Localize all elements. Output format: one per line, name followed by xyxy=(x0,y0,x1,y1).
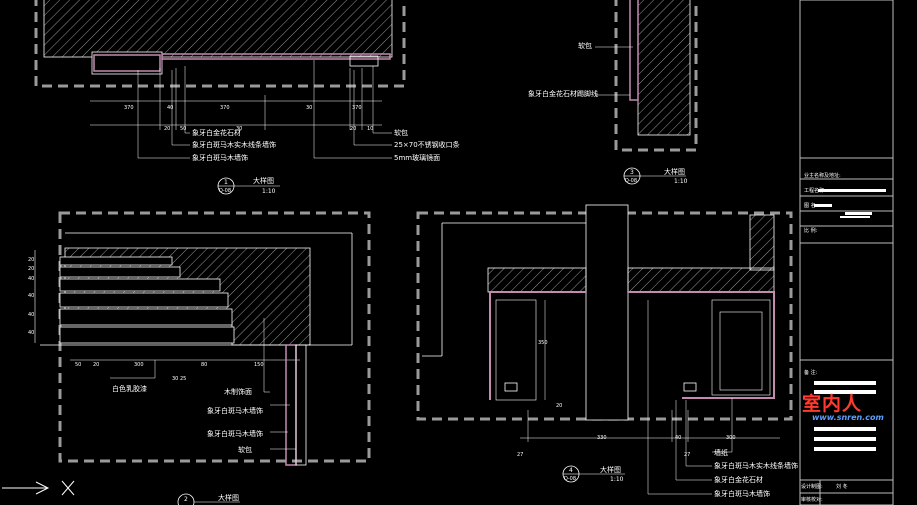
detail-c-callout-3: 象牙白斑马木墙饰 xyxy=(207,407,263,415)
detail-a-callout-5: 25×70不锈钢收口条 xyxy=(394,141,460,149)
detail-a-dim: 50 xyxy=(180,126,187,132)
detail-d-dim: 330 xyxy=(597,435,607,441)
title-block-drawing-name: 图 名: xyxy=(804,203,818,209)
title-block-project: 工程名称: xyxy=(804,188,826,194)
detail-a-callout-2: 象牙白斑马木实木线条墙饰 xyxy=(192,141,276,149)
detail-d-tag-ref: D-08 xyxy=(564,476,577,482)
detail-a-dim: 370 xyxy=(352,105,362,111)
detail-c-dim-left: 40 xyxy=(28,276,35,282)
detail-a-dim: 30 xyxy=(236,126,243,132)
title-block-notes: 备 注: xyxy=(804,370,818,376)
detail-c-dim: 80 xyxy=(201,362,208,368)
detail-c-callout-4: 象牙白斑马木墙饰 xyxy=(207,430,263,438)
detail-a-dim: 40 xyxy=(167,105,174,111)
detail-d-tag-number: 4 xyxy=(569,467,573,474)
detail-a-callout-1: 象牙白金花石材 xyxy=(192,129,241,137)
detail-c-dim: 20 xyxy=(93,362,100,368)
detail-d-dim-vertical-small: 20 xyxy=(556,403,563,409)
detail-b-scale: 1:10 xyxy=(674,178,688,185)
detail-a-scale: 1:10 xyxy=(262,188,276,195)
detail-a-dim: 370 xyxy=(220,105,230,111)
title-block-designer-name: 刘 冬 xyxy=(836,484,848,490)
detail-d-drawing xyxy=(416,204,793,495)
detail-a-tag-ref: D-08 xyxy=(219,188,232,194)
detail-d-callout-4: 象牙白斑马木墙饰 xyxy=(714,490,770,498)
detail-d-title: 大样图 xyxy=(600,466,621,474)
detail-d-scale: 1:10 xyxy=(610,476,624,483)
detail-a-dim: 20 xyxy=(164,126,171,132)
detail-b-tag-number: 3 xyxy=(630,169,634,176)
detail-c-dim: 150 xyxy=(254,362,264,368)
detail-c-drawing xyxy=(34,211,371,505)
detail-a-callout-4: 软包 xyxy=(394,129,408,137)
detail-a-title: 大样图 xyxy=(253,177,274,185)
detail-b-tag-ref: D-08 xyxy=(625,178,638,184)
detail-c-title: 大样图 xyxy=(218,494,239,502)
detail-c-tag-number: 2 xyxy=(184,496,188,503)
title-block xyxy=(799,0,894,505)
detail-d-dim: 27 xyxy=(684,452,691,458)
detail-c-dim-left: 40 xyxy=(28,330,35,336)
watermark-logo: 室内人 www.snren.com xyxy=(800,389,884,427)
detail-c-dim-left: 20 xyxy=(28,266,35,272)
detail-d-dim: 40 xyxy=(675,435,682,441)
detail-a-dim: 20 xyxy=(350,126,357,132)
detail-c-dim-left: 40 xyxy=(28,293,35,299)
title-block-designer: 设计制图: xyxy=(801,484,823,490)
detail-c-dim-left: 20 xyxy=(28,257,35,263)
detail-c-dim: 50 xyxy=(75,362,82,368)
detail-a-callout-6: 5mm玻璃镜面 xyxy=(394,154,441,162)
ucs-axis-icon xyxy=(2,480,75,496)
detail-d-callout-2: 象牙白斑马木实木线条墙饰 xyxy=(714,462,798,470)
detail-b-drawing xyxy=(595,0,698,185)
detail-c-dim-left: 40 xyxy=(28,312,35,318)
title-block-client: 业主名称及地址: xyxy=(804,173,841,179)
detail-a-dim: 10 xyxy=(367,126,374,132)
detail-c-callout-2: 木制饰面 xyxy=(224,388,252,396)
detail-b-title: 大样图 xyxy=(664,168,685,176)
detail-c-callout-1: 白色乳胶漆 xyxy=(112,385,147,393)
detail-c-dim: 30 25 xyxy=(172,376,187,382)
detail-d-dim: 27 xyxy=(517,452,524,458)
watermark-main-text: 室内人 xyxy=(802,393,863,415)
detail-b-callout-1: 软包 xyxy=(578,42,592,50)
detail-d-callout-1: 墙纸 xyxy=(714,449,728,457)
detail-c-callout-5: 软包 xyxy=(238,446,252,454)
detail-a-dim: 370 xyxy=(124,105,134,111)
detail-c-dim: 300 xyxy=(134,362,144,368)
detail-d-dim: 300 xyxy=(726,435,736,441)
detail-b-callout-2: 象牙白金花石材踢脚线 xyxy=(528,90,598,98)
detail-a-tag-number: 1 xyxy=(224,179,228,186)
title-block-scale: 比 例: xyxy=(804,228,818,234)
detail-d-callout-3: 象牙白金花石材 xyxy=(714,476,763,484)
detail-a-dim: 30 xyxy=(306,105,313,111)
detail-d-dim-vertical: 350 xyxy=(538,340,548,346)
detail-a-callout-3: 象牙白斑马木墙饰 xyxy=(192,154,248,162)
detail-a-drawing xyxy=(34,0,406,195)
title-block-checker: 审核校对: xyxy=(801,497,823,503)
watermark-url: www.snren.com xyxy=(812,413,884,422)
